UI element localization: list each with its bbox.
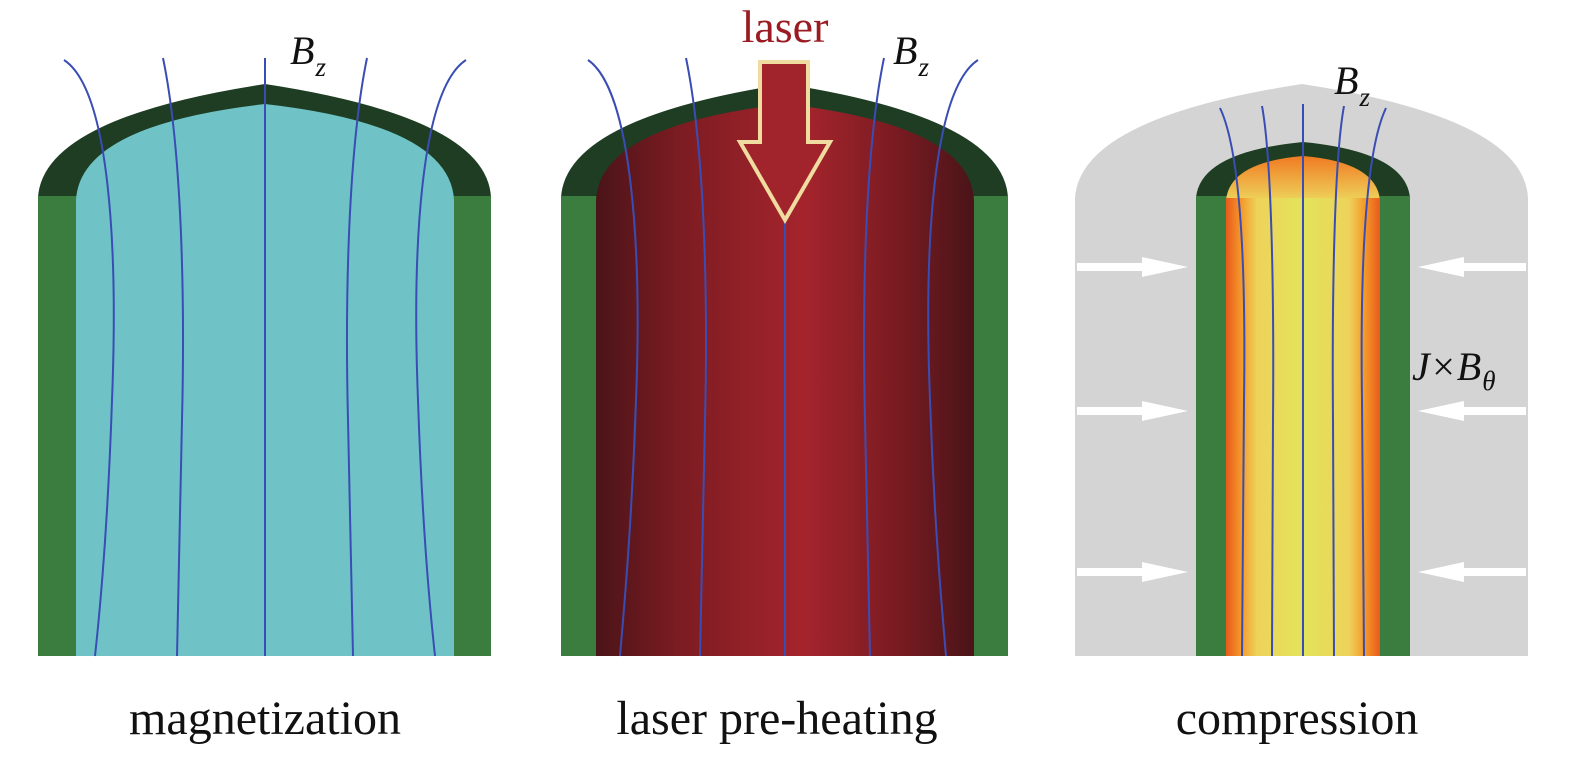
field-line [927,59,979,657]
laser-label: laser [742,1,829,52]
compression-arrows-left [1077,257,1188,582]
arrow-right [1077,562,1188,582]
compression-arrows-right [1418,257,1526,582]
field-lines [63,57,467,657]
panel-compression: Bz J×Bθ compression [1075,58,1528,745]
arrow-left [1418,257,1526,277]
liner-wall-left [38,196,78,656]
caption-laser-preheating: laser pre-heating [616,692,937,745]
field-line [587,59,639,657]
field-line [863,57,885,657]
field-lines [587,57,979,657]
arrow-right [1077,401,1188,421]
field-label: Bz [290,28,326,82]
field-lines [1219,104,1387,657]
field-line [63,59,115,657]
field-line [1219,107,1246,657]
liner-wall-right [972,196,1008,656]
field-line [1360,107,1387,657]
panel-laser-preheating: laser Bz laser pre-heating [561,1,1008,745]
field-line [162,57,184,657]
field-label: Bz [1334,58,1370,112]
liner-wall-right [1380,196,1410,656]
liner-wall-left [561,196,598,656]
force-label: J×Bθ [1412,344,1495,396]
arrow-left [1418,401,1526,421]
arrow-right [1077,257,1188,277]
field-line [415,59,467,657]
field-line [685,57,707,657]
field-line [1261,105,1275,657]
panel-magnetization: Bz magnetization [38,28,491,745]
caption-magnetization: magnetization [129,692,401,745]
liner-wall-left [1196,196,1228,656]
field-line [1331,105,1345,657]
field-label: Bz [893,28,929,82]
liner-wall-right [452,196,491,656]
arrow-left [1418,562,1526,582]
field-line [346,57,368,657]
caption-compression: compression [1176,692,1419,745]
laser-arrow [736,60,834,225]
